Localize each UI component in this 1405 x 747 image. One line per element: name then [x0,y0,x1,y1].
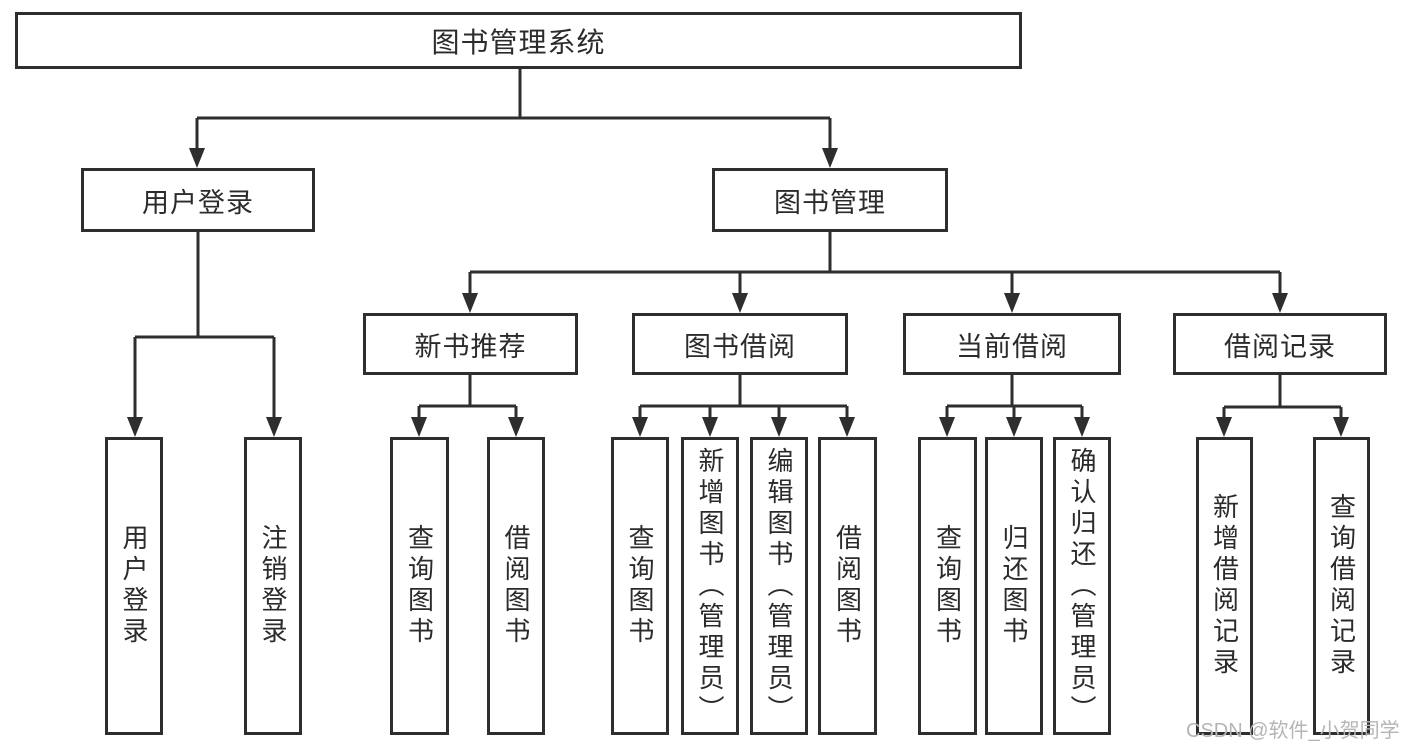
leaf-edit-books-admin: 编辑图书（管理员） [750,437,808,735]
leaf-borrow-books: 借阅图书 [818,437,877,735]
leaf-query-books-recommend: 查询图书 [390,437,449,735]
leaf-user-login: 用户登录 [105,437,163,735]
connector-borrow-to-leaves [632,375,855,437]
node-borrowing-records: 借阅记录 [1173,313,1387,375]
node-user-login: 用户登录 [81,168,315,232]
leaf-query-books-current: 查询图书 [918,437,977,735]
csdn-watermark: CSDN @软件_小贺同学 [1186,720,1400,742]
connector-records-to-leaves [1216,375,1349,437]
leaf-add-borrow-record: 新增借阅记录 [1196,437,1253,735]
leaf-query-books-borrow: 查询图书 [611,437,669,735]
node-current-borrowing: 当前借阅 [903,313,1121,375]
node-book-management: 图书管理 [712,168,948,232]
connector-bookmgmt-to-level3 [462,232,1288,313]
leaf-query-borrow-record: 查询借阅记录 [1313,437,1370,735]
connector-current-to-leaves [939,375,1090,437]
node-new-book-recommend: 新书推荐 [363,313,578,375]
node-book-borrowing: 图书借阅 [632,313,848,375]
leaf-add-books-admin: 新增图书（管理员） [681,437,739,735]
leaf-logout-login: 注销登录 [244,437,302,735]
connector-newrec-to-leaves [411,375,524,437]
connector-root-to-level2 [189,68,838,168]
leaf-confirm-return-admin: 确认归还（管理员） [1053,437,1111,735]
leaf-return-books: 归还图书 [985,437,1043,735]
leaf-borrow-books-recommend: 借阅图书 [487,437,545,735]
connector-userlogin-to-leaves [127,232,282,437]
node-root-system: 图书管理系统 [15,12,1022,69]
